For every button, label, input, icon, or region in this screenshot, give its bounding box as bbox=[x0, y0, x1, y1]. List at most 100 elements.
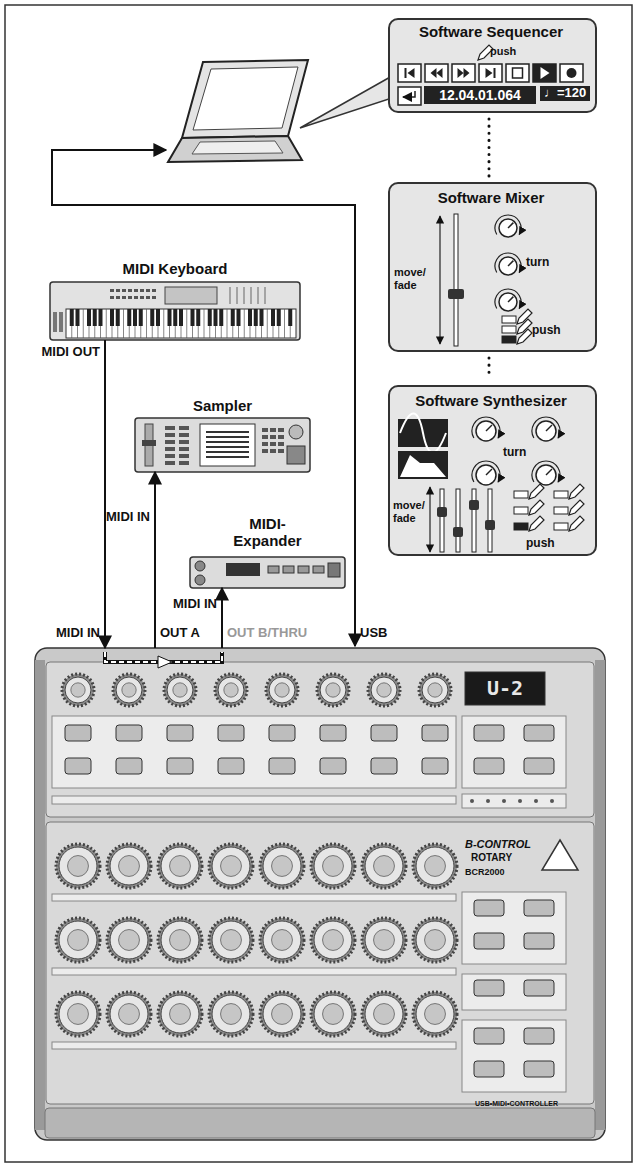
white-key bbox=[146, 309, 147, 338]
group-button bbox=[474, 758, 504, 774]
sampler-key bbox=[262, 449, 268, 453]
sampler-screen bbox=[200, 424, 255, 466]
encoder-knob bbox=[212, 995, 250, 1033]
fader-cap bbox=[437, 507, 447, 517]
encoder-cap bbox=[272, 930, 293, 951]
black-key bbox=[237, 309, 241, 326]
sampler-button bbox=[179, 461, 189, 465]
keyboard-button bbox=[152, 289, 156, 292]
screen-line bbox=[206, 436, 249, 438]
fader-cap bbox=[448, 289, 464, 299]
encoder-knob bbox=[365, 995, 403, 1033]
preset-panel bbox=[462, 974, 566, 1010]
encoder-cap bbox=[323, 856, 344, 877]
fader-cap bbox=[453, 527, 463, 537]
device-name: MIDI- Expander bbox=[220, 515, 315, 550]
encoder-cap bbox=[170, 1004, 191, 1025]
encoder-cap bbox=[323, 1004, 344, 1025]
label-strip bbox=[52, 968, 456, 975]
black-key bbox=[110, 309, 114, 326]
envelope-shape bbox=[400, 455, 446, 477]
encoder-knob bbox=[161, 995, 199, 1033]
mode-led bbox=[518, 799, 522, 803]
knob-label: turn bbox=[503, 446, 526, 460]
keyboard-button bbox=[134, 289, 138, 292]
bcr2000-controller: MIDI INOUT AOUT B/THRUUSBU-2B-CONTROLROT… bbox=[35, 648, 605, 1140]
group-button bbox=[524, 758, 554, 774]
knob-pointer bbox=[486, 469, 492, 475]
black-key bbox=[116, 309, 120, 326]
knob-icon bbox=[536, 465, 556, 485]
fader-track bbox=[472, 489, 476, 552]
turn-arrow bbox=[472, 461, 500, 482]
panel-legend: USB•MIDI•CONTROLLER bbox=[475, 1100, 558, 1108]
push-button-icon bbox=[554, 491, 568, 498]
encoder-knob bbox=[416, 847, 454, 885]
black-key bbox=[156, 309, 160, 326]
encoder-ring bbox=[260, 992, 304, 1036]
expander-knob bbox=[195, 575, 205, 585]
white-key bbox=[267, 309, 268, 338]
move-arrow bbox=[439, 216, 440, 344]
model-name: BCR2000 bbox=[465, 867, 505, 877]
sampler-fader-cap bbox=[142, 440, 156, 446]
keyboard-button bbox=[146, 289, 150, 292]
push-button-icon bbox=[514, 491, 528, 498]
side-cheek bbox=[595, 660, 605, 1130]
loop-button bbox=[398, 87, 421, 105]
fader-label: move/ fade bbox=[393, 499, 427, 524]
sampler-key bbox=[270, 435, 276, 439]
transport-icon bbox=[405, 68, 415, 78]
sampler-button bbox=[165, 440, 175, 444]
encoder-knob bbox=[59, 921, 97, 959]
encoder-cap bbox=[428, 683, 442, 697]
push-button bbox=[218, 725, 244, 741]
encoder-knob bbox=[263, 921, 301, 959]
sampler-button bbox=[179, 447, 189, 451]
black-key bbox=[196, 309, 200, 326]
encoder-ring bbox=[311, 992, 355, 1036]
sampler-knob bbox=[289, 425, 303, 439]
black-key bbox=[99, 309, 103, 326]
callout-tail bbox=[300, 76, 392, 128]
pencil-icon bbox=[529, 500, 544, 515]
expander-switch bbox=[328, 563, 340, 577]
turn-arrow bbox=[495, 253, 521, 272]
encoder-cap bbox=[374, 930, 395, 951]
knob-icon bbox=[499, 293, 517, 311]
brand-triangle bbox=[542, 840, 578, 870]
mod-wheel bbox=[59, 312, 63, 332]
function-button bbox=[474, 1061, 504, 1077]
encoder-cap bbox=[323, 930, 344, 951]
mixer-panel: Software Mixermove/ fadeturnpush bbox=[388, 182, 597, 352]
keyboard-button bbox=[110, 296, 114, 299]
synth-panel: Software Synthesizerturnmove/ fadepush bbox=[388, 385, 597, 556]
function-button bbox=[474, 1028, 504, 1044]
push-button-icon bbox=[502, 326, 516, 333]
black-key bbox=[214, 309, 218, 326]
encoder-cap bbox=[68, 930, 89, 951]
keyboard-button bbox=[116, 296, 120, 299]
encoder-ring bbox=[56, 844, 100, 888]
mode-led bbox=[534, 799, 538, 803]
keyboard-button bbox=[152, 296, 156, 299]
encoder-ring bbox=[362, 992, 406, 1036]
encoder-cap bbox=[221, 930, 242, 951]
black-key bbox=[139, 309, 143, 326]
group-panel bbox=[462, 716, 566, 788]
midi-keyboard: MIDI KeyboardMIDI OUT bbox=[50, 282, 300, 340]
black-key bbox=[70, 309, 74, 326]
keyboard-button bbox=[146, 296, 150, 299]
function-button bbox=[524, 1028, 554, 1044]
white-key bbox=[204, 309, 205, 338]
stop-icon bbox=[513, 68, 523, 78]
encoder-ring bbox=[317, 674, 349, 706]
push-button bbox=[320, 758, 346, 774]
fader-cap bbox=[469, 500, 479, 510]
keyboard-button bbox=[128, 296, 132, 299]
transport-button bbox=[398, 64, 421, 82]
front-lip bbox=[45, 1108, 595, 1138]
encoder-ring bbox=[413, 844, 457, 888]
encoder-knob bbox=[365, 847, 403, 885]
